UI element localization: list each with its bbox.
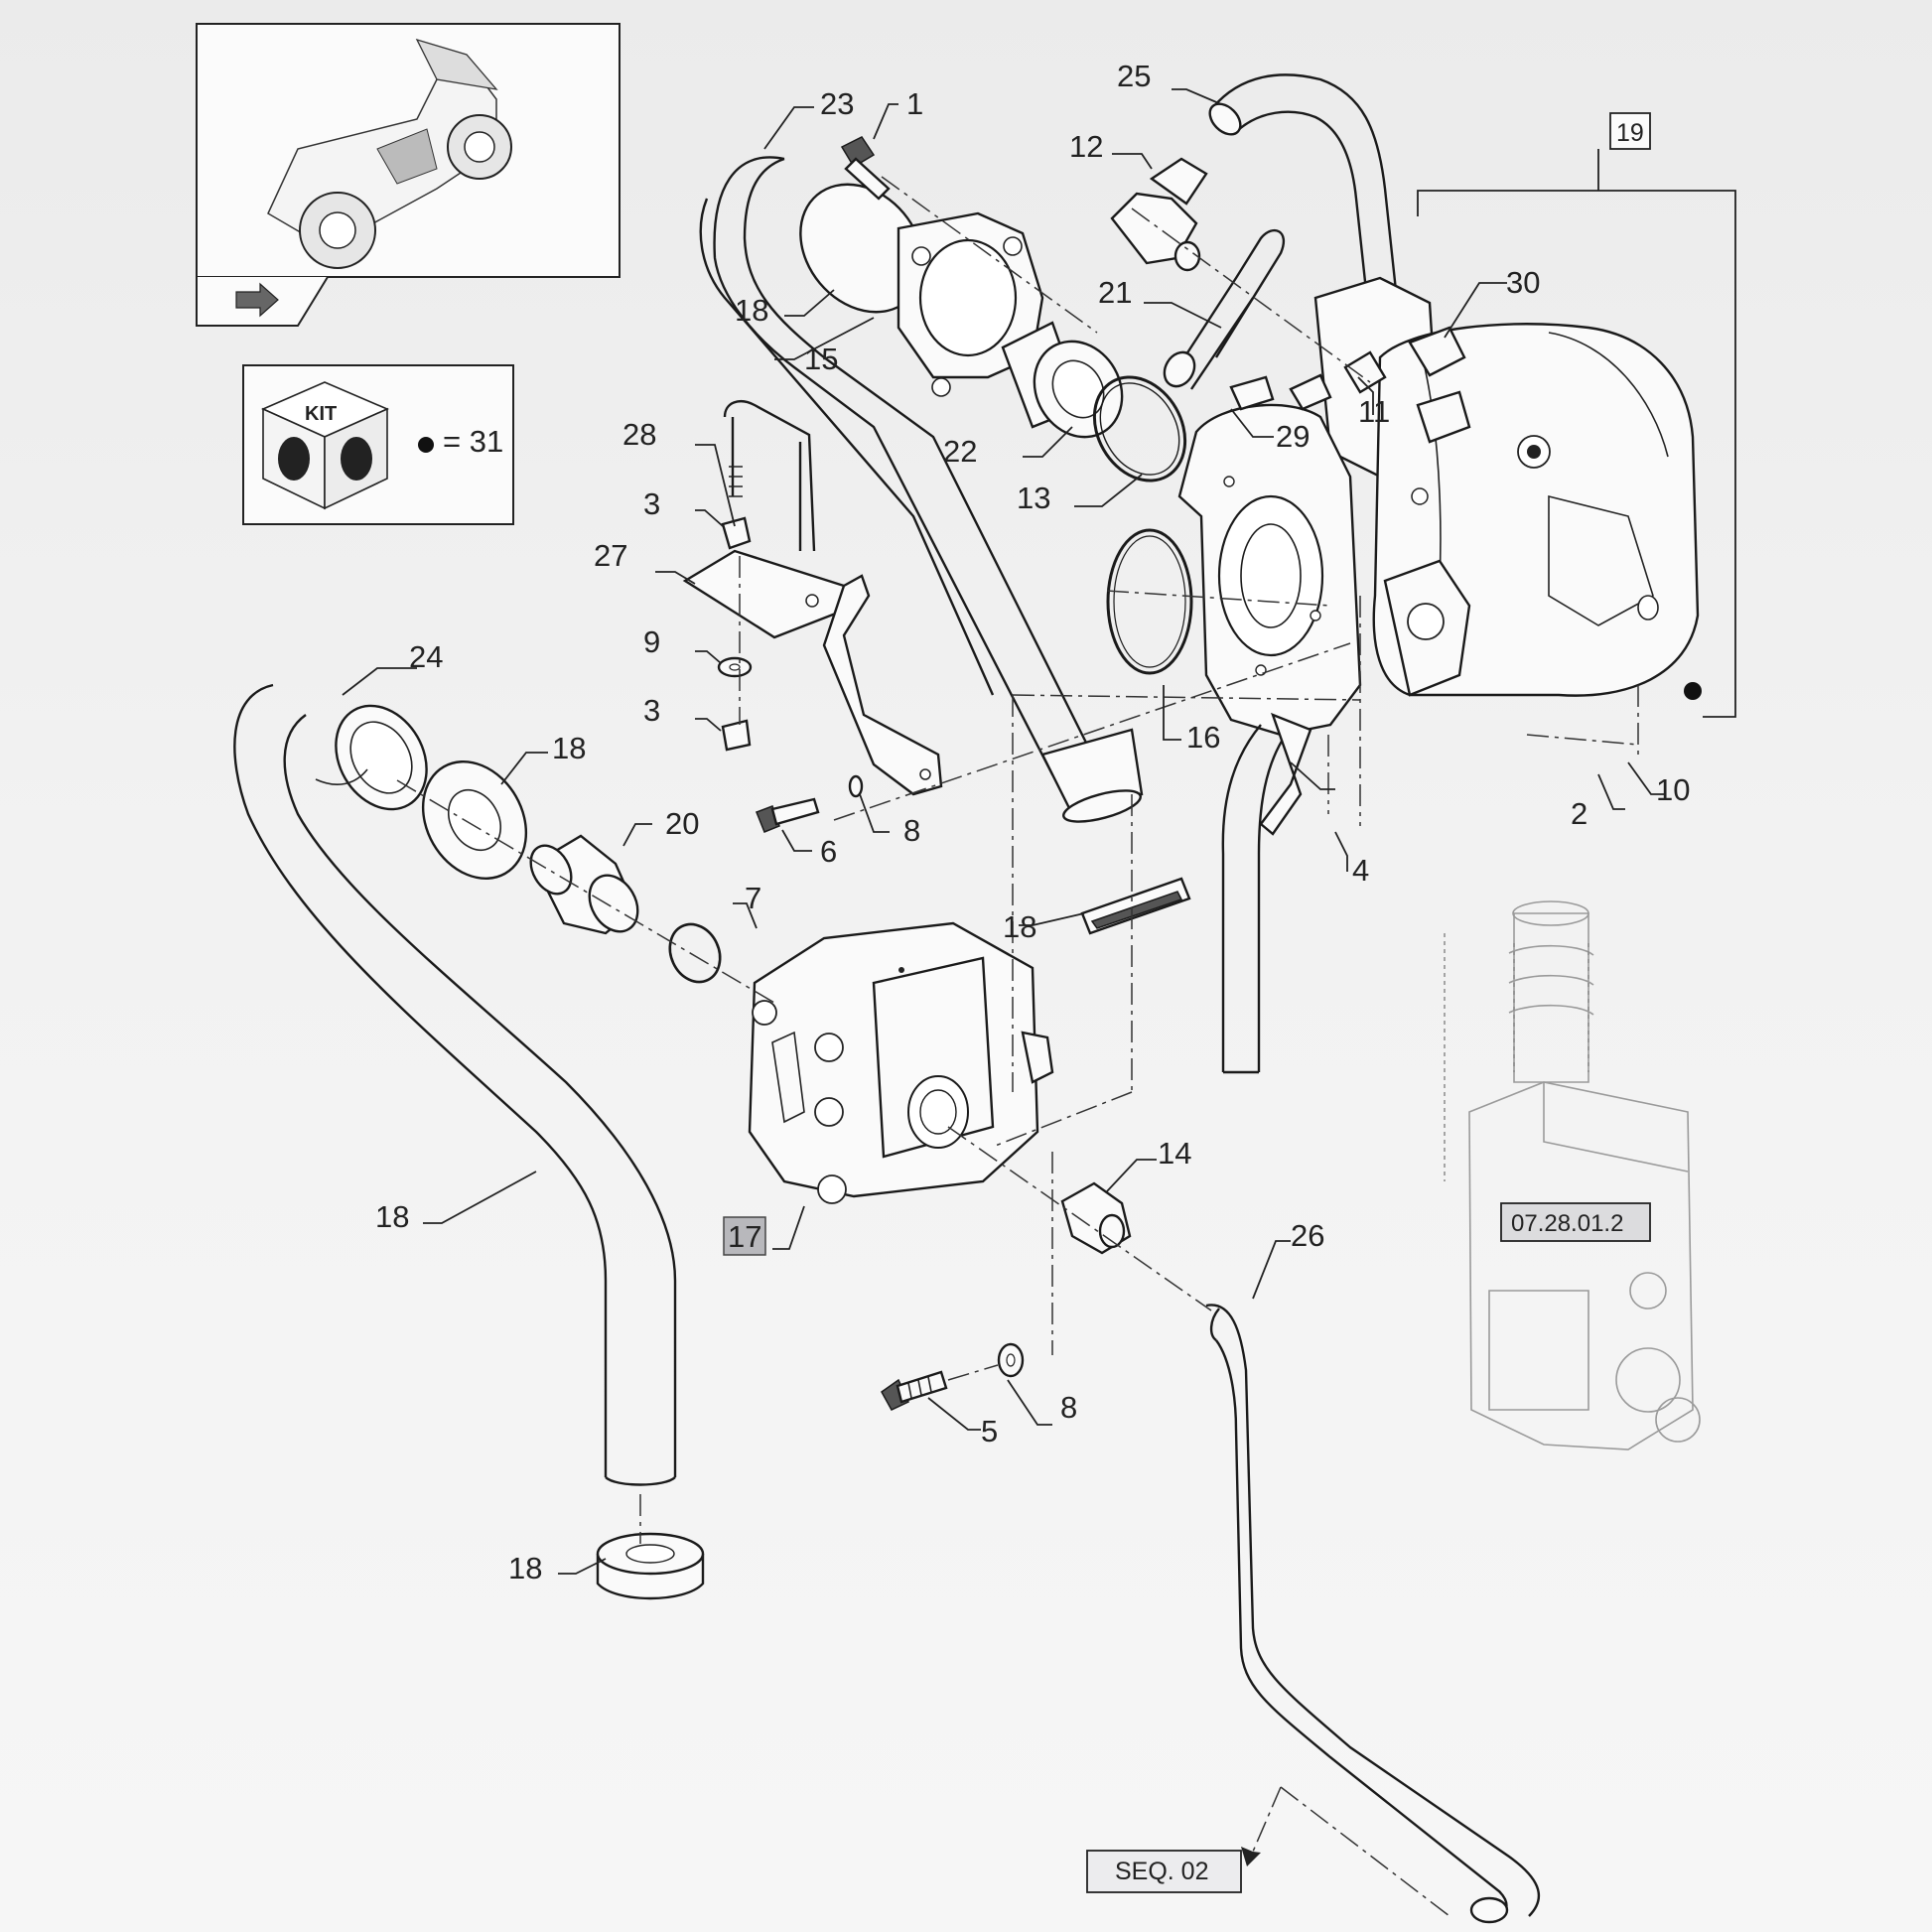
o-ring-7: [668, 922, 722, 984]
callout-18-bottom[interactable]: 18: [508, 1551, 542, 1586]
hose-25: [1208, 73, 1402, 329]
callout-10[interactable]: 10: [1656, 772, 1690, 807]
sleeve-18-upper: [1040, 728, 1144, 823]
suction-hose-23: [699, 156, 1113, 796]
callout-20[interactable]: 20: [665, 806, 699, 841]
washer-8-bottom: [997, 1342, 1025, 1378]
callout-17-highlight[interactable]: 17: [723, 1216, 766, 1256]
tube-21: [1163, 228, 1285, 390]
sleeve-18-bottom: [596, 1532, 705, 1600]
callout-5[interactable]: 5: [981, 1414, 998, 1449]
callout-1[interactable]: 1: [906, 86, 923, 121]
callout-4[interactable]: 4: [1352, 853, 1369, 888]
kit-legend: KIT = 31: [242, 364, 514, 525]
vehicle-thumbnail: [267, 38, 512, 269]
bracket-27: [682, 549, 943, 796]
gear-pump-17: [748, 921, 1054, 1204]
callout-3-top[interactable]: 3: [643, 486, 660, 521]
bolt-5: [881, 1370, 948, 1411]
sleeve-18-left: [421, 759, 528, 881]
main-pump-assembly: [1177, 276, 1700, 1074]
bolt-1: [840, 136, 891, 201]
reference-seq-02-label[interactable]: SEQ. 02: [1115, 1858, 1209, 1885]
kit-box-icon: [261, 381, 389, 510]
reference-seq-02[interactable]: SEQ. 02: [1086, 1850, 1242, 1893]
kit-equals-31: = 31: [443, 424, 503, 459]
callout-16[interactable]: 16: [1186, 720, 1220, 755]
elbow-fitting-12: [1110, 157, 1208, 272]
callout-28[interactable]: 28: [622, 417, 656, 452]
callout-2[interactable]: 2: [1571, 796, 1587, 831]
callout-6[interactable]: 6: [820, 834, 837, 869]
callout-12[interactable]: 12: [1069, 129, 1103, 164]
callout-29[interactable]: 29: [1276, 419, 1310, 454]
washer-9: [717, 656, 753, 678]
callout-labels: 1 23 25 12 30 21 22 13 18 15 29 11 16 4 …: [375, 59, 1702, 1586]
callout-26[interactable]: 26: [1291, 1218, 1324, 1253]
callout-30[interactable]: 30: [1506, 265, 1540, 300]
washer-8-top: [848, 774, 864, 798]
u-bolt-28: [723, 400, 816, 552]
callout-19[interactable]: 19: [1616, 119, 1644, 147]
callout-27[interactable]: 27: [594, 538, 627, 573]
callout-18-middle[interactable]: 18: [1003, 909, 1036, 944]
callout-23[interactable]: 23: [820, 86, 854, 121]
assembly-centerlines: [396, 176, 1639, 1917]
sleeve-18-middle: [1080, 877, 1191, 935]
vehicle-locator-panel[interactable]: [196, 23, 621, 327]
callout-18-top[interactable]: 18: [735, 293, 768, 328]
o-ring-13: [1092, 375, 1187, 483]
callout-8-top[interactable]: 8: [903, 813, 920, 848]
callout-7[interactable]: 7: [745, 881, 761, 915]
assembly-19-bracket: [1417, 112, 1736, 718]
callout-21[interactable]: 21: [1098, 275, 1132, 310]
callout-15[interactable]: 15: [804, 342, 838, 376]
hose-26: [1205, 1304, 1540, 1924]
kit-label: KIT: [305, 403, 337, 425]
hose-24: [233, 683, 677, 1486]
callout-14[interactable]: 14: [1158, 1136, 1191, 1171]
nut-3-top: [721, 516, 752, 550]
fitting-20: [529, 834, 639, 935]
black-dot-icon: [418, 437, 434, 453]
arrow-right-icon[interactable]: [235, 282, 279, 318]
callout-8-bottom[interactable]: 8: [1060, 1390, 1077, 1425]
callout-17-box: [723, 1216, 766, 1256]
nut-3-bottom: [721, 719, 752, 752]
control-valve-ghost: [1444, 900, 1701, 1450]
black-dot-icon: [1684, 682, 1702, 700]
callout-18-left[interactable]: 18: [375, 1199, 409, 1234]
o-ring-16: [1106, 528, 1193, 675]
callout-11[interactable]: 11: [1358, 394, 1390, 429]
callout-18-sleeve[interactable]: 18: [552, 731, 586, 765]
callout-25[interactable]: 25: [1117, 59, 1151, 93]
callout-24[interactable]: 24: [409, 639, 443, 674]
fitting-14: [1060, 1181, 1132, 1255]
callout-3-bottom[interactable]: 3: [643, 693, 660, 728]
leader-lines: [342, 88, 1665, 1575]
bolt-6: [756, 797, 820, 833]
callout-13[interactable]: 13: [1017, 481, 1050, 515]
callout-9[interactable]: 9: [643, 624, 660, 659]
callout-17[interactable]: 17: [728, 1219, 761, 1254]
callout-22[interactable]: 22: [943, 434, 977, 469]
reference-07-28-01-2-label[interactable]: 07.28.01.2: [1511, 1210, 1623, 1237]
reference-07-28-01-2[interactable]: 07.28.01.2: [1500, 1202, 1651, 1242]
